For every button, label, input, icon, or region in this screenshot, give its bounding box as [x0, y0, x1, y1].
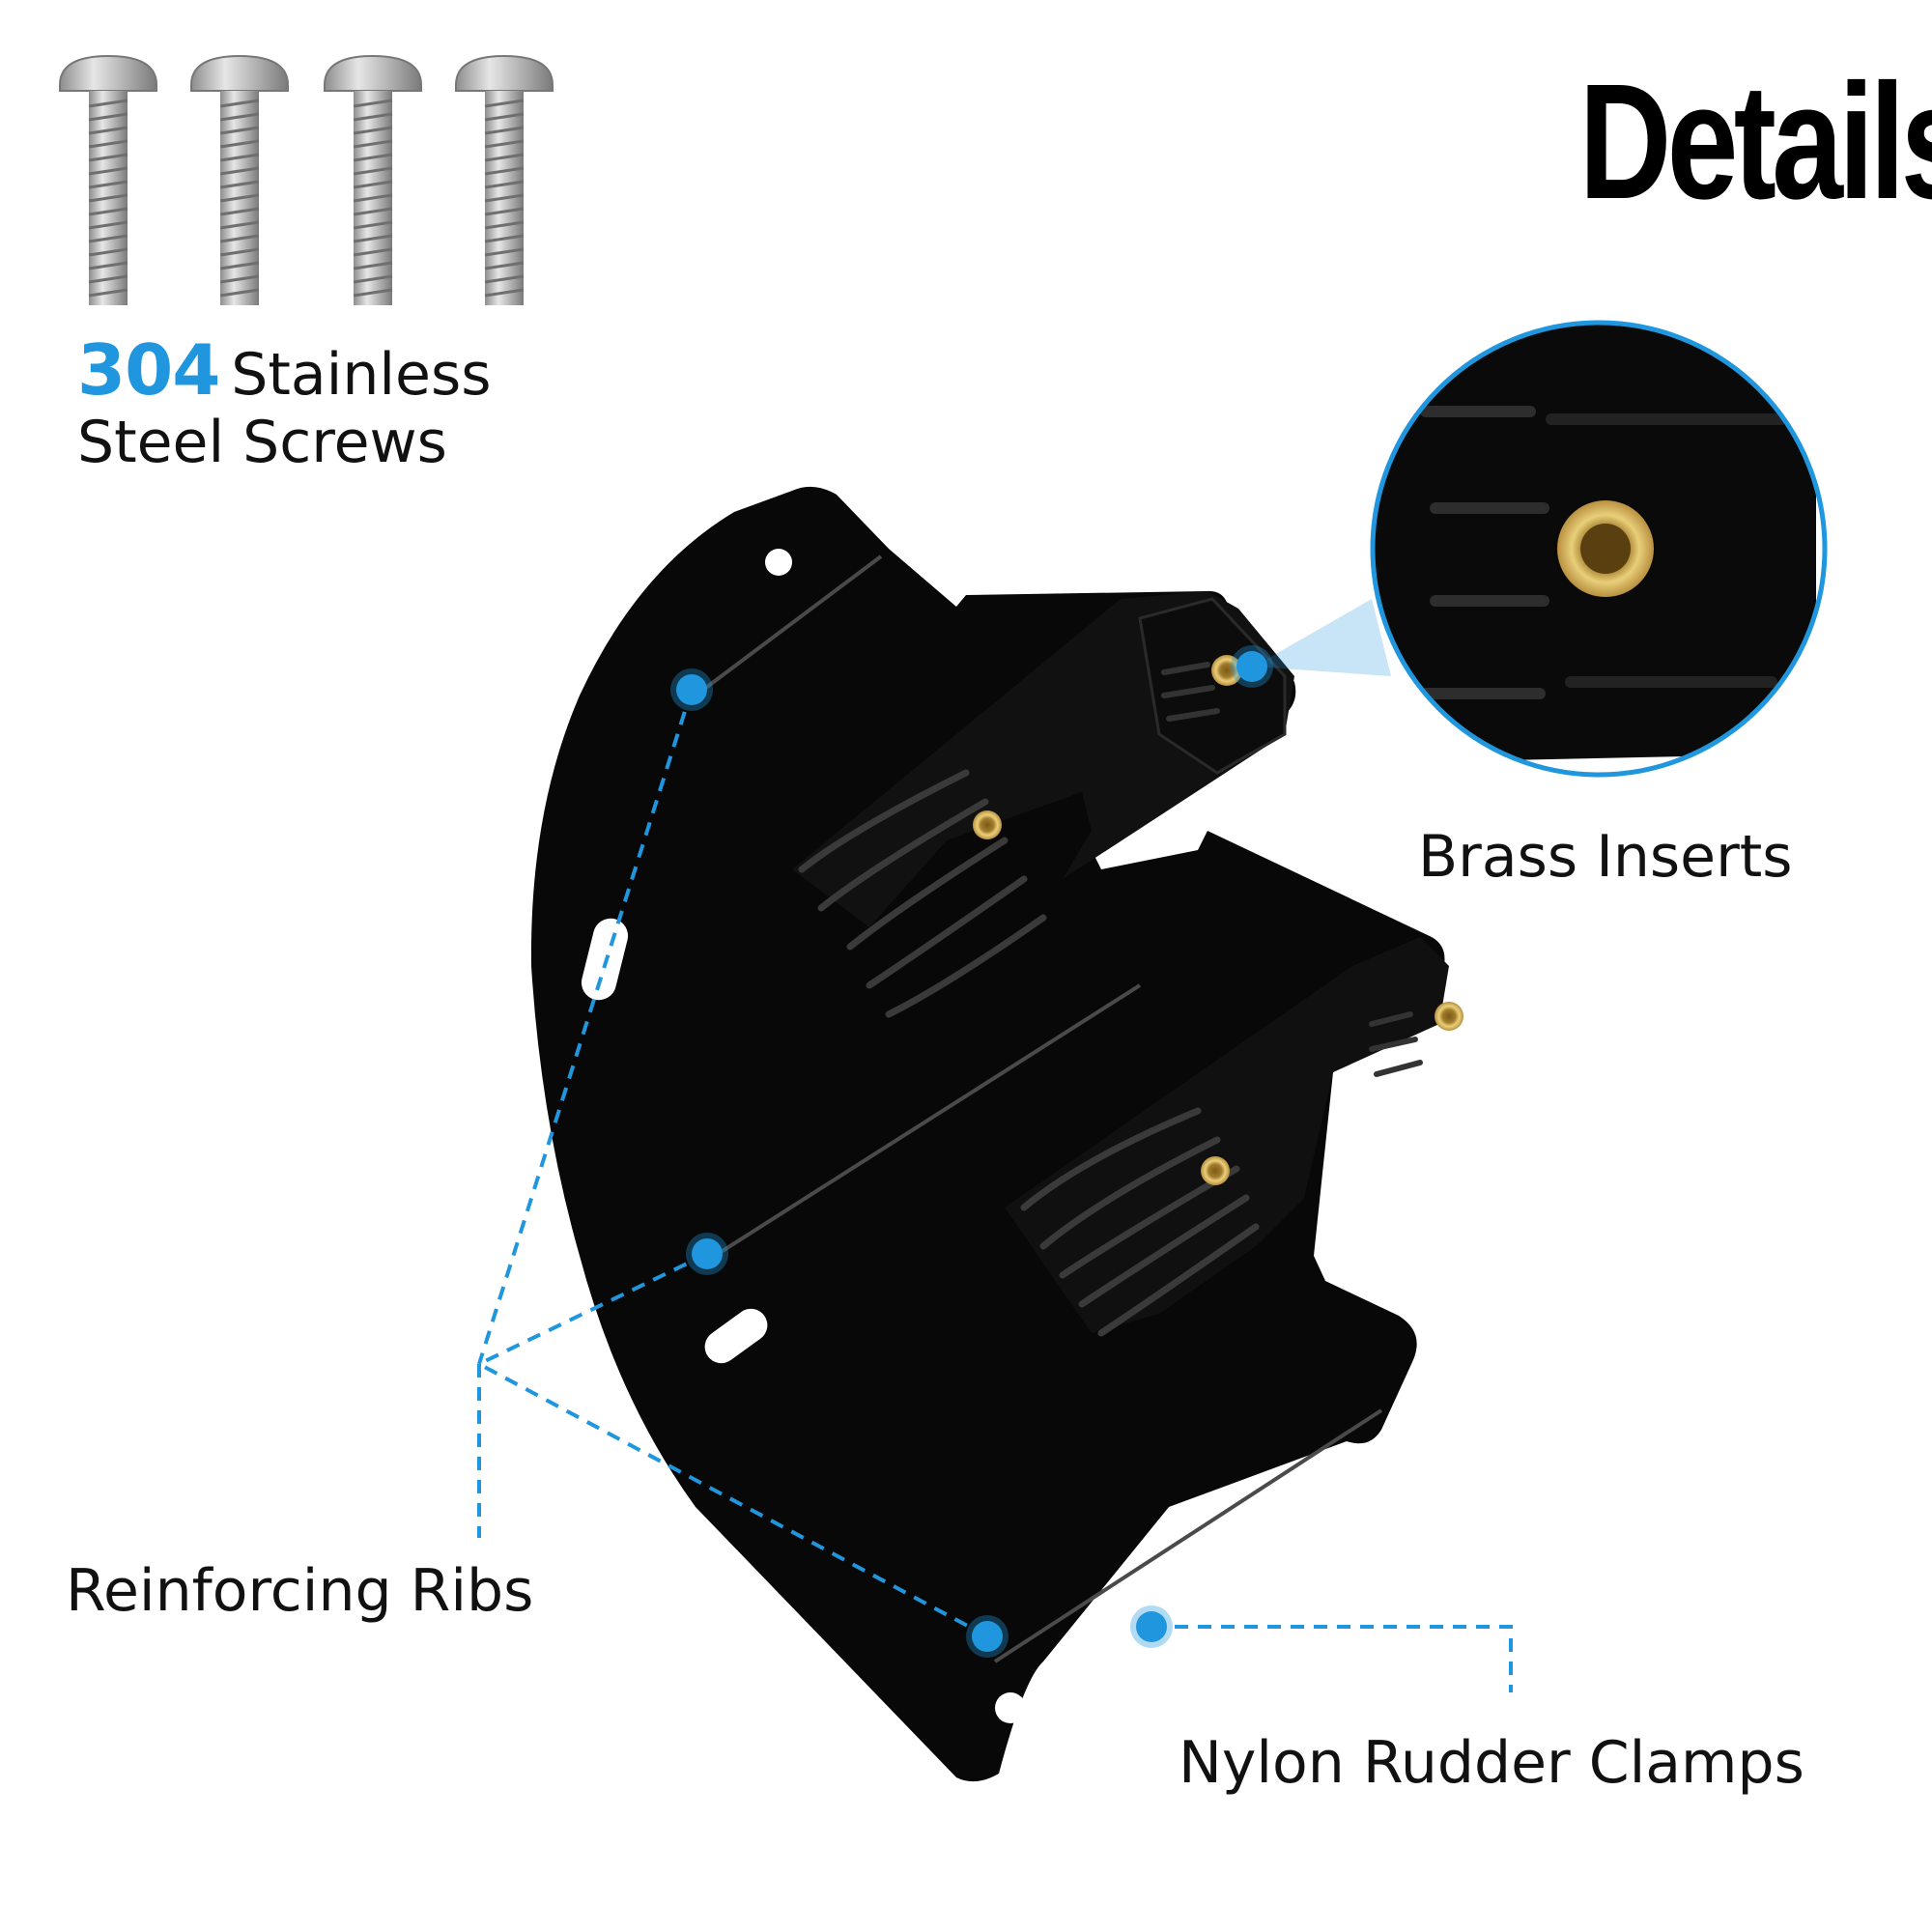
screw-icon [324, 54, 422, 305]
screws-label-line2: Steel Screws [77, 409, 447, 476]
rudder-bracket [530, 486, 1463, 1782]
brass-insert-zoom [1375, 325, 1823, 773]
screws-number: 304 [77, 329, 220, 411]
nylon-rudder-clamps-label: Nylon Rudder Clamps [1179, 1729, 1804, 1797]
screw-icon [190, 54, 289, 305]
screws-label-rest: Stainless [231, 341, 492, 409]
screw-icon [59, 54, 157, 305]
screw-icon [455, 54, 554, 305]
callout-leader-lines [477, 689, 1513, 1692]
page-title: Details [1578, 50, 1932, 234]
reinforcing-ribs-label: Reinforcing Ribs [66, 1557, 534, 1625]
zoom-pointer [1254, 599, 1391, 676]
brass-inserts-label: Brass Inserts [1418, 823, 1793, 891]
callout-dot [1231, 645, 1273, 688]
